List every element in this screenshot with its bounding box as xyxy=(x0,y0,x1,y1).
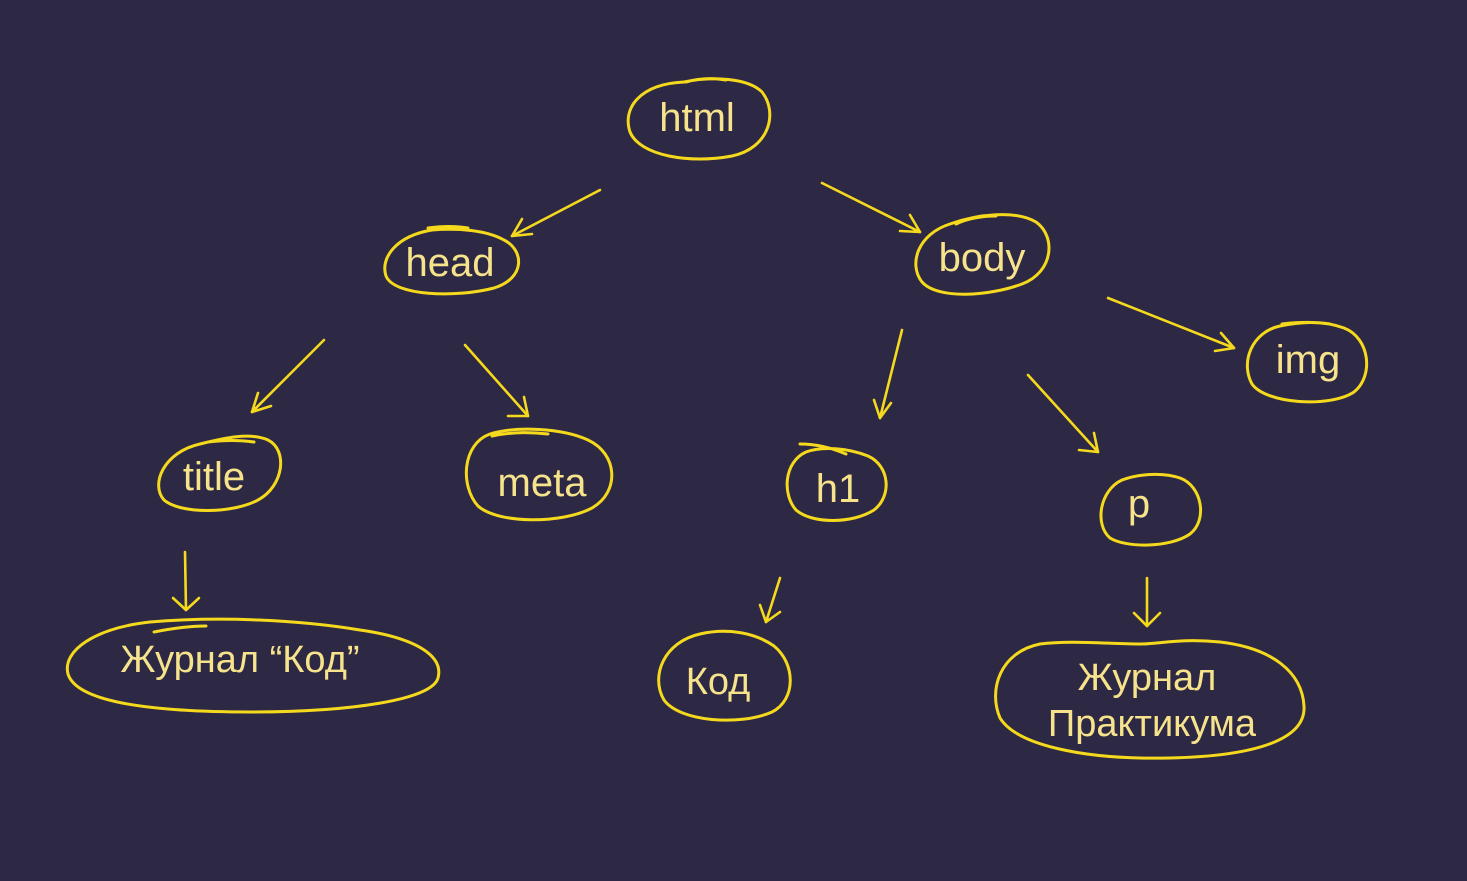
node-img-label: img xyxy=(1276,338,1340,382)
edge-p-text xyxy=(1132,576,1162,628)
edge-title-text xyxy=(171,550,201,612)
node-head-label: head xyxy=(406,241,495,285)
node-p-text-outline xyxy=(994,639,1306,760)
node-title: title xyxy=(157,434,283,512)
node-p-label: p xyxy=(1128,482,1150,526)
node-title-text: Журнал “Код” xyxy=(65,617,441,714)
node-head-outline xyxy=(383,225,520,296)
edge-head-title xyxy=(250,338,326,414)
node-body-outline xyxy=(914,213,1051,296)
node-p-text-label-line2: Практикума xyxy=(1048,703,1257,745)
node-p: p xyxy=(1099,472,1202,547)
node-h1: h1 xyxy=(785,442,888,522)
node-h1-outline xyxy=(785,442,888,522)
edge-body-img xyxy=(1106,296,1236,353)
edge-html-head xyxy=(510,188,602,238)
node-p-outline xyxy=(1099,472,1202,547)
node-title-label: title xyxy=(183,455,245,499)
node-img-outline xyxy=(1245,321,1369,404)
node-title-text-outline xyxy=(65,617,441,714)
edge-body-p xyxy=(1026,373,1100,454)
node-title-outline xyxy=(157,434,283,512)
edge-body-h1 xyxy=(872,328,904,420)
edge-h1-text xyxy=(758,576,782,624)
node-body-label: body xyxy=(939,236,1026,280)
node-html-outline xyxy=(626,77,772,161)
node-h1-text-outline xyxy=(657,629,792,722)
node-p-text: Журнал Практикума xyxy=(994,639,1306,760)
node-h1-text-label: Код xyxy=(686,661,751,703)
node-meta: meta xyxy=(464,427,614,522)
node-head: head xyxy=(383,225,520,296)
node-title-text-label: Журнал “Код” xyxy=(120,639,359,681)
node-p-text-label-line1: Журнал xyxy=(1078,657,1217,699)
node-html-label: html xyxy=(659,96,735,140)
node-meta-label: meta xyxy=(498,461,588,505)
edge-html-body xyxy=(820,181,922,234)
node-body: body xyxy=(914,213,1051,296)
node-meta-outline xyxy=(464,427,614,522)
node-html: html xyxy=(626,77,772,161)
node-h1-text: Код xyxy=(657,629,792,722)
node-h1-label: h1 xyxy=(816,467,861,511)
node-img: img xyxy=(1245,321,1369,404)
edge-head-meta xyxy=(463,343,530,418)
